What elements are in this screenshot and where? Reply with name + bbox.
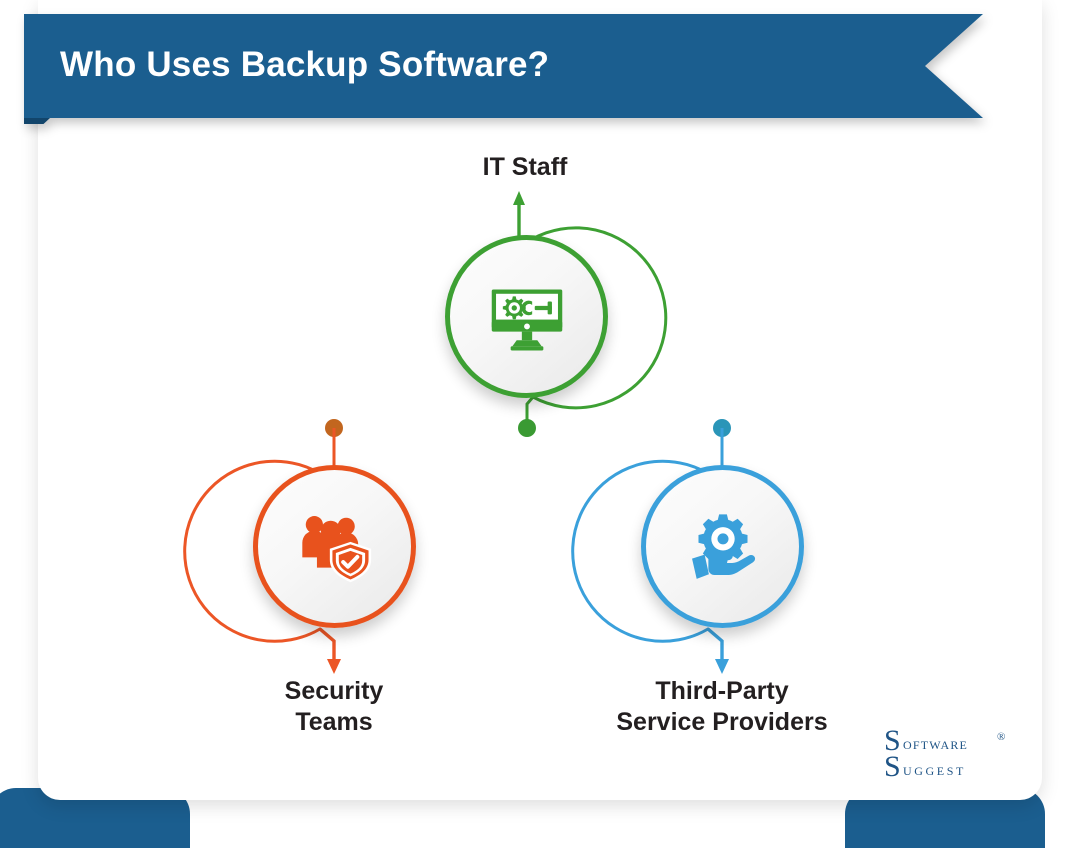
node-third-party-service-providers[interactable] <box>641 465 804 628</box>
page-title: Who Uses Backup Software? <box>60 45 550 84</box>
node-label-it-staff: IT Staff <box>482 153 568 181</box>
logo-initial-1: S <box>884 724 901 757</box>
node-label-line-1: Security <box>284 677 384 705</box>
node-label-line-2: Teams <box>295 708 373 736</box>
registered-mark: ® <box>997 731 1005 743</box>
ribbon-shape <box>24 14 983 124</box>
logo-word-1: oftware <box>903 734 968 753</box>
infographic-canvas: Who Uses Backup Software? <box>0 14 1045 848</box>
logo-word-2: uggest <box>903 760 966 779</box>
softwaresuggest-logo: S oftware ® S uggest <box>884 724 1005 780</box>
node-label-line-2: Service Providers <box>616 708 828 736</box>
node-label-security-teams: Security Teams <box>209 676 459 738</box>
header-ribbon: Who Uses Backup Software? <box>18 14 983 124</box>
people-shield-check-icon <box>301 515 371 582</box>
node-it-staff[interactable] <box>445 235 608 398</box>
node-security-teams[interactable] <box>253 465 416 628</box>
node-label-third-party: Third-Party Service Providers <box>567 676 877 738</box>
hand-holding-gear-icon <box>691 513 755 579</box>
logo-initial-2: S <box>884 750 901 780</box>
monitor-gear-wrench-icon <box>491 288 562 351</box>
node-label-line-1: Third-Party <box>655 677 789 705</box>
